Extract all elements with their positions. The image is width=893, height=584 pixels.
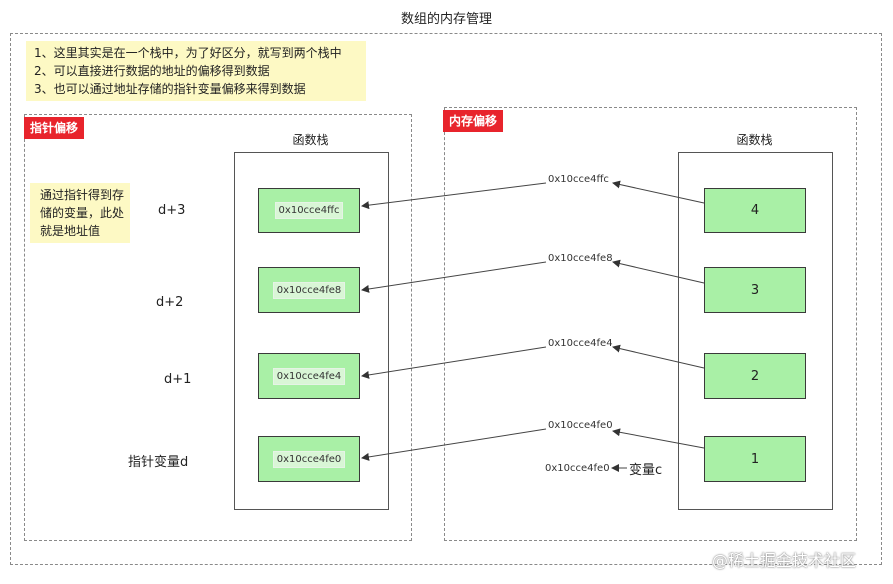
right-stack-label: 函数栈 (736, 133, 773, 147)
right-stack-cell-1: 1 (704, 436, 806, 482)
left-cell-value: 0x10cce4fe4 (272, 367, 346, 385)
arrow-cell2-to-address (612, 344, 705, 369)
arrow-address-to-d3 (361, 182, 547, 210)
notes-box: 1、这里其实是在一个栈中，为了好区分，就写到两个栈中 2、可以直接进行数据的地址… (26, 41, 366, 101)
pointer-hint-note: 通过指针得到存储的变量，此处就是地址值 (30, 183, 130, 243)
left-stack-cell-d2: 0x10cce4fe8 (258, 267, 360, 313)
left-cell-value: 0x10cce4fe0 (272, 450, 346, 468)
variable-c-address: 0x10cce4fe0 (545, 463, 610, 474)
left-stack-label: 函数栈 (292, 133, 329, 147)
address-label-3: 0x10cce4fe8 (548, 253, 613, 264)
diagram-title: 数组的内存管理 (400, 12, 492, 27)
memory-offset-tag: 内存偏移 (443, 110, 504, 132)
right-stack-cell-2: 2 (704, 353, 806, 399)
address-label-2: 0x10cce4fe4 (548, 338, 613, 349)
note-line-1: 1、这里其实是在一个栈中，为了好区分，就写到两个栈中 (34, 46, 342, 60)
arrow-address-to-d2 (361, 261, 547, 293)
left-cell-value: 0x10cce4fe8 (272, 281, 346, 299)
pointer-offset-tag: 指针偏移 (24, 117, 85, 139)
right-stack-cell-3: 3 (704, 267, 806, 313)
note-line-2: 2、可以直接进行数据的地址的偏移得到数据 (34, 64, 270, 78)
row-label-d2: d+2 (156, 295, 184, 310)
right-stack-cell-4: 4 (704, 188, 806, 233)
variable-c-label: 变量c (629, 463, 663, 478)
address-label-1: 0x10cce4fe0 (548, 420, 613, 431)
left-stack-cell-d: 0x10cce4fe0 (258, 436, 360, 482)
arrow-address-to-d1 (361, 346, 547, 379)
arrow-address-to-d (361, 428, 547, 461)
outer-frame (10, 33, 882, 565)
note-line-3: 3、也可以通过地址存储的指针变量偏移来得到数据 (34, 82, 306, 96)
memory-offset-panel (444, 107, 857, 541)
row-label-d3: d+3 (158, 203, 186, 218)
left-cell-value: 0x10cce4ffc (274, 202, 344, 219)
arrow-cell3-to-address (612, 259, 705, 284)
pointer-offset-panel (24, 114, 412, 541)
left-stack-cell-d1: 0x10cce4fe4 (258, 353, 360, 399)
arrow-cell4-to-address (612, 180, 705, 204)
watermark: @稀土掘金技术社区 (712, 551, 857, 570)
row-label-pointer-d: 指针变量d (128, 455, 189, 470)
row-label-d1: d+1 (164, 372, 192, 387)
left-stack-cell-d3: 0x10cce4ffc (258, 188, 360, 233)
address-label-4: 0x10cce4ffc (548, 174, 609, 185)
arrow-cell1-to-address (612, 428, 705, 449)
